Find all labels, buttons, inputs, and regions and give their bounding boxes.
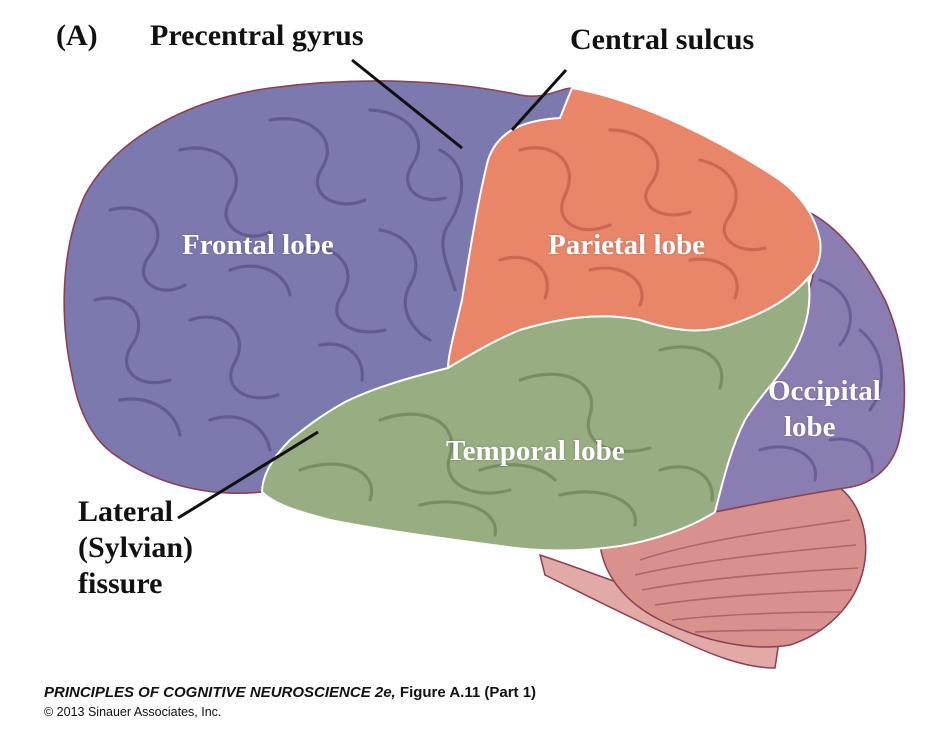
- book-title: PRINCIPLES OF COGNITIVE NEUROSCIENCE 2e,: [44, 684, 396, 701]
- frontal-gyri-texture: [93, 108, 464, 452]
- central-sulcus-label: Central sulcus: [570, 23, 755, 56]
- occipital-lobe-label-line1: Occipital: [768, 375, 881, 407]
- temporal-gyri-texture: [298, 345, 724, 537]
- lateral-fissure-leader: [177, 430, 319, 520]
- panel-label: (A): [56, 19, 98, 52]
- lateral-fissure-label-line3: fissure: [78, 567, 163, 600]
- parietal-lobe-label: Parietal lobe: [548, 229, 706, 261]
- frontal-lobe-label: Frontal lobe: [182, 229, 334, 261]
- figure-caption: PRINCIPLES OF COGNITIVE NEUROSCIENCE 2e,…: [44, 684, 536, 701]
- precentral-gyrus-leader: [351, 58, 463, 150]
- lateral-fissure-label-line2: (Sylvian): [78, 531, 194, 564]
- temporal-lobe-label: Temporal lobe: [446, 435, 625, 467]
- central-sulcus-leader: [510, 68, 568, 132]
- copyright-notice: © 2013 Sinauer Associates, Inc.: [44, 705, 222, 719]
- figure-reference: Figure A.11 (Part 1): [399, 684, 537, 701]
- precentral-gyrus-label: Precentral gyrus: [150, 19, 364, 52]
- lateral-fissure-label-line1: Lateral: [78, 495, 173, 528]
- cerebellum-folia: [634, 519, 859, 633]
- parietal-gyri-texture: [498, 128, 767, 307]
- occipital-gyri-texture: [758, 278, 883, 482]
- occipital-lobe-label-line2: lobe: [784, 411, 836, 443]
